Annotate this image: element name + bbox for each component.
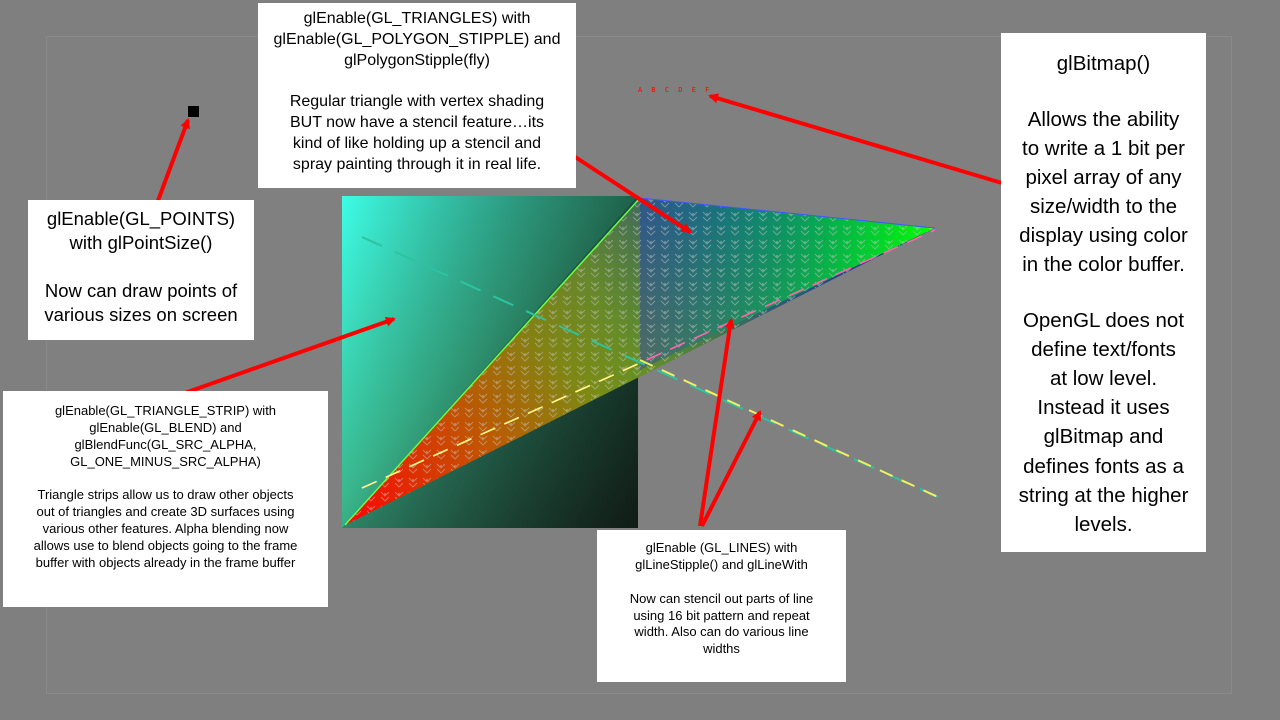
callout-text: GL_ONE_MINUS_SRC_ALPHA) <box>70 453 261 469</box>
arrow-bitmap <box>708 93 1013 188</box>
callout-text: glPolygonStipple(fly) <box>344 51 490 69</box>
callout-text: glEnable (GL_LINES) with <box>645 540 798 555</box>
callout-text: buffer with objects already in the frame… <box>35 555 296 571</box>
callout-text: Regular triangle with vertex shading <box>289 93 545 111</box>
callout-text: Now can stencil out parts of line <box>629 590 814 606</box>
callout-text: widths <box>703 641 740 657</box>
callout-text: allows use to blend objects going to the… <box>33 538 298 554</box>
callout-text: Allows the ability <box>1027 107 1180 131</box>
callout-text: glBitmap and <box>1043 425 1164 449</box>
callout-title: glBitmap() <box>1056 52 1151 75</box>
triangle-edge-highlight <box>344 197 641 526</box>
stippled-line-yellow <box>639 359 939 498</box>
callout-text: defines fonts as a <box>1023 454 1184 478</box>
callout-text: in the color buffer. <box>1022 253 1185 277</box>
callout-text: glEnable(GL_TRIANGLES) with <box>303 10 531 27</box>
callout-text: size/width to the <box>1030 195 1177 219</box>
gl-point <box>188 106 199 117</box>
callout-text: kind of like holding up a stencil and <box>292 134 542 152</box>
callout-text: to write a 1 bit per <box>1022 136 1185 160</box>
callout-text: width. Also can do various line <box>634 624 809 640</box>
triangle-edge-top <box>639 197 936 229</box>
bitmap-font-text: A B C D E F <box>638 86 712 94</box>
callout-text: various other features. Alpha blending n… <box>42 521 289 537</box>
callout-text: OpenGL does not <box>1022 309 1185 333</box>
arrow-strip <box>164 316 396 402</box>
callout-text: glEnable(GL_POLYGON_STIPPLE) and <box>273 30 561 48</box>
callout-text: Now can draw points of <box>44 280 238 302</box>
callout-text: various sizes on screen <box>44 304 238 326</box>
callout-text: glBlendFunc(GL_SRC_ALPHA, <box>74 436 257 452</box>
callout-text: with glPointSize() <box>69 232 213 254</box>
callout-gl-points: glEnable(GL_POINTS) with glPointSize() N… <box>28 200 254 340</box>
callout-text: out of triangles and create 3D surfaces … <box>36 504 295 520</box>
callout-text: display using color <box>1019 224 1188 248</box>
callout-text: glLineStipple() and glLineWith <box>635 556 808 572</box>
callout-text: glEnable(GL_BLEND) and <box>89 419 242 435</box>
callout-text: Instead it uses <box>1037 396 1170 420</box>
callout-text: at low level. <box>1049 367 1158 391</box>
callout-text: Triangle strips allow us to draw other o… <box>37 487 294 503</box>
callout-text: spray painting through it in real life. <box>292 155 542 173</box>
arrow-lines-2 <box>700 410 762 527</box>
arrow-points <box>154 118 190 207</box>
callout-text: glEnable(GL_TRIANGLE_STRIP) with <box>54 403 277 418</box>
arrow-stipple <box>564 149 692 234</box>
triangle-strip-dark-half <box>342 196 638 528</box>
callout-gl-lines: glEnable (GL_LINES) with glLineStipple()… <box>597 530 846 682</box>
callout-gl-bitmap: glBitmap() Allows the ability to write a… <box>1001 33 1206 552</box>
callout-text: glEnable(GL_POINTS) <box>46 208 236 229</box>
callout-text: define text/fonts <box>1031 338 1176 362</box>
callout-text: BUT now have a stencil feature…its <box>289 113 545 131</box>
callout-text: pixel array of any <box>1025 165 1182 189</box>
callout-triangle-strip: glEnable(GL_TRIANGLE_STRIP) with glEnabl… <box>3 391 328 607</box>
callout-text: using 16 bit pattern and repeat <box>633 607 810 623</box>
arrow-lines-1 <box>698 318 735 527</box>
callout-polygon-stipple: glEnable(GL_TRIANGLES) with glEnable(GL_… <box>258 3 576 188</box>
callout-text: levels. <box>1074 512 1133 536</box>
callout-text: string at the higher <box>1018 483 1189 507</box>
